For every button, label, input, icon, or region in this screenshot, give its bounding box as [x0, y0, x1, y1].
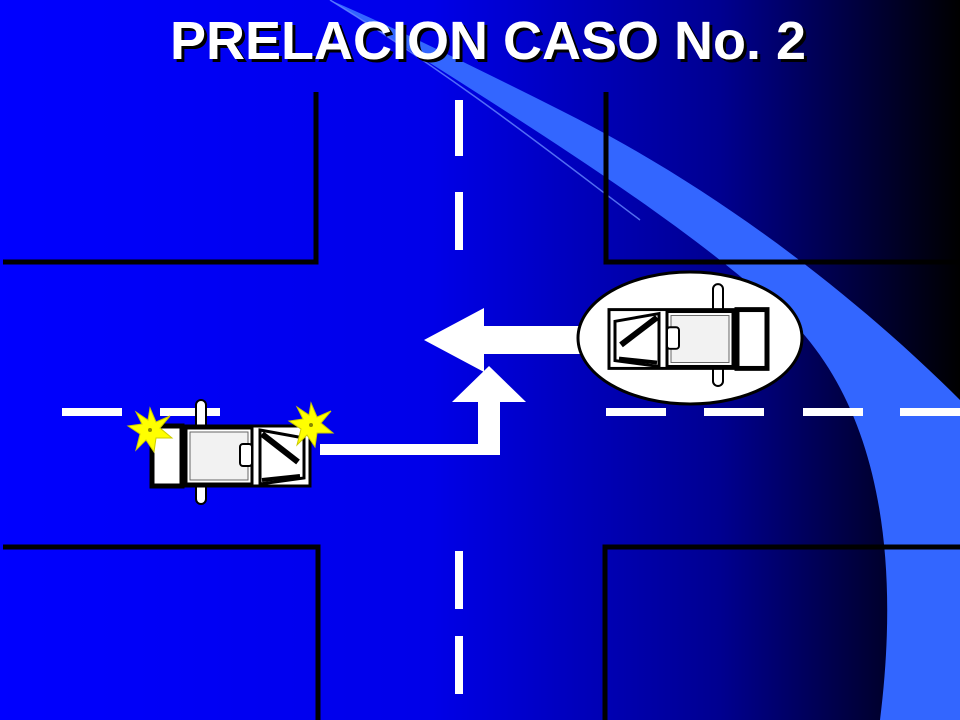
- center-dash-horizontal: [900, 408, 960, 416]
- center-dash-horizontal: [704, 408, 764, 416]
- center-dash-vertical: [455, 100, 463, 156]
- center-dash-horizontal: [62, 408, 122, 416]
- road-edge-top-right: [603, 92, 960, 265]
- slide-title: PRELACION CASO No. 2: [169, 11, 807, 71]
- road-edge-bottom-right: [602, 544, 960, 720]
- road-edges: [3, 92, 960, 720]
- decorative-swoosh: [330, 0, 960, 720]
- center-dash-horizontal: [160, 408, 220, 416]
- lane-markings: [62, 100, 960, 694]
- center-dash-horizontal: [803, 408, 863, 416]
- road-edge-top-left: [3, 92, 319, 265]
- turn-left-path-arrow: [320, 366, 526, 455]
- center-dash-vertical: [455, 551, 463, 609]
- center-dash-vertical: [455, 636, 463, 694]
- center-dash-horizontal: [606, 408, 666, 416]
- road-edge-bottom-left: [3, 544, 321, 720]
- oncoming-path-arrow: [424, 308, 590, 372]
- center-dash-vertical: [455, 192, 463, 250]
